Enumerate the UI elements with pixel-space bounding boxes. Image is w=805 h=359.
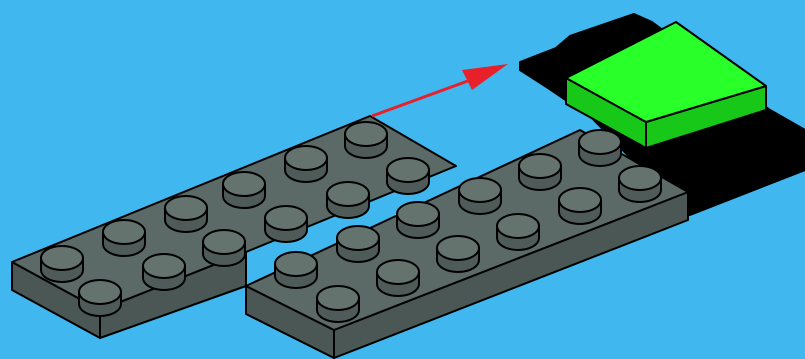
stud xyxy=(285,146,327,182)
stud xyxy=(345,122,387,158)
stud xyxy=(275,252,317,288)
stud xyxy=(387,158,429,194)
stud xyxy=(497,214,539,250)
stud xyxy=(327,182,369,218)
stud xyxy=(579,130,621,166)
stud xyxy=(377,260,419,296)
stud xyxy=(459,178,501,214)
stud xyxy=(317,286,359,322)
stud xyxy=(337,226,379,262)
stud xyxy=(397,202,439,238)
stud xyxy=(223,172,265,208)
stud xyxy=(519,154,561,190)
stud xyxy=(265,206,307,242)
stud xyxy=(559,188,601,224)
stud xyxy=(165,196,207,232)
stud xyxy=(619,166,661,202)
stud xyxy=(79,280,121,316)
stud xyxy=(103,220,145,256)
stud xyxy=(41,246,83,282)
stud xyxy=(203,230,245,266)
stud xyxy=(143,254,185,290)
stud xyxy=(437,236,479,272)
